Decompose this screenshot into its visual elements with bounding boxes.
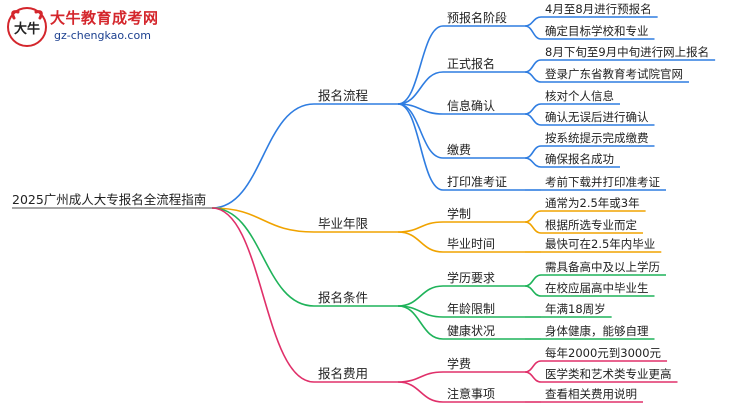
topic-connector xyxy=(397,305,444,340)
topic-label: 正式报名 xyxy=(447,56,495,71)
topic-connector xyxy=(397,221,444,233)
mindmap-connectors xyxy=(12,16,716,403)
topic-connector xyxy=(397,371,444,383)
detail-connector xyxy=(524,274,542,287)
branch-connector xyxy=(211,207,315,307)
detail-label: 登录广东省教育考试院官网 xyxy=(545,67,683,81)
detail-label: 确保报名成功 xyxy=(545,152,614,166)
mindmap-labels: 2025广州成人大专报名全流程指南 报名流程 预报名阶段 4月至8月进行预报名确定目标… xyxy=(12,2,709,401)
detail-connector xyxy=(524,210,542,223)
detail-connector xyxy=(524,157,542,168)
topic-connector xyxy=(397,25,444,105)
topic-label: 注意事项 xyxy=(447,386,495,401)
topic-connector xyxy=(397,103,444,191)
topic-label: 学费 xyxy=(447,356,471,371)
topic-connector xyxy=(397,381,444,403)
branch-label: 报名条件 xyxy=(318,290,368,305)
detail-connector xyxy=(524,221,542,234)
detail-label: 每年2000元到3000元 xyxy=(545,346,662,360)
branch-label: 毕业年限 xyxy=(318,216,369,231)
detail-label: 年满18周岁 xyxy=(545,302,606,316)
topic-label: 信息确认 xyxy=(447,98,495,113)
detail-connector xyxy=(524,285,542,297)
detail-connector xyxy=(524,103,542,115)
detail-connector xyxy=(524,371,542,383)
branch-label: 报名费用 xyxy=(318,366,368,381)
detail-connector xyxy=(524,360,542,373)
detail-label: 查看相关费用说明 xyxy=(545,387,637,401)
topic-label: 健康状况 xyxy=(447,323,495,338)
detail-connector xyxy=(524,71,542,83)
logo-mark-text: 大牛 xyxy=(14,21,40,37)
detail-label: 最快可在2.5年内毕业 xyxy=(545,237,655,251)
branch-connector xyxy=(211,103,315,209)
detail-label: 医学类和艺术类专业更高 xyxy=(545,367,672,381)
topic-connector xyxy=(397,285,444,307)
detail-label: 在校应届高中毕业生 xyxy=(545,281,649,295)
detail-connector xyxy=(524,145,542,159)
detail-label: 4月至8月进行预报名 xyxy=(545,2,652,16)
detail-label: 需具备高中及以上学历 xyxy=(545,260,660,274)
detail-label: 根据所选专业而定 xyxy=(545,218,637,232)
logo-title: 大牛教育成考网 xyxy=(50,9,159,27)
topic-label: 学历要求 xyxy=(447,270,495,285)
topic-label: 预报名阶段 xyxy=(447,10,507,25)
topic-connector xyxy=(397,231,444,253)
detail-connector xyxy=(524,113,542,126)
detail-label: 确定目标学校和专业 xyxy=(545,24,649,38)
root-node-label: 2025广州成人大专报名全流程指南 xyxy=(12,192,206,207)
topic-label: 缴费 xyxy=(447,142,471,157)
topic-label: 毕业时间 xyxy=(447,237,495,251)
topic-connector xyxy=(397,71,444,105)
branch-label: 报名流程 xyxy=(318,88,369,103)
detail-connector xyxy=(524,16,542,27)
detail-label: 核对个人信息 xyxy=(545,89,614,103)
detail-label: 按系统提示完成缴费 xyxy=(545,131,649,145)
detail-label: 考前下载并打印准考证 xyxy=(545,175,660,189)
branch-connector xyxy=(211,207,315,383)
branch-connector xyxy=(211,207,315,233)
logo-url: gz-chengkao.com xyxy=(54,29,151,42)
detail-connector xyxy=(524,59,542,73)
detail-label: 通常为2.5年或3年 xyxy=(545,196,640,210)
detail-label: 8月下旬至9月中旬进行网上报名 xyxy=(545,45,709,59)
site-logo: 大牛 大牛教育成考网 gz-chengkao.com xyxy=(6,4,166,50)
topic-label: 打印准考证 xyxy=(447,175,507,189)
topic-label: 年龄限制 xyxy=(447,302,495,316)
detail-label: 确认无误后进行确认 xyxy=(545,110,649,124)
topic-label: 学制 xyxy=(447,206,471,221)
detail-label: 身体健康，能够自理 xyxy=(545,324,649,338)
bull-logo-icon: 大牛 xyxy=(7,7,47,47)
detail-connector xyxy=(524,25,542,40)
